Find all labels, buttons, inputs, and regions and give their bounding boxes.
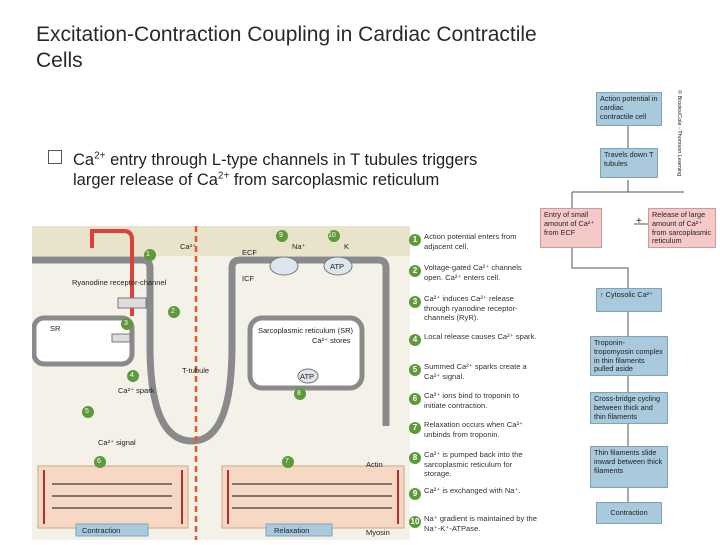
na-label: Na⁺ <box>292 242 306 251</box>
marker-4: 4 <box>130 372 134 379</box>
marker-9: 9 <box>279 232 283 239</box>
ttubule-label: T-tubule <box>182 366 210 375</box>
k-label: K <box>344 242 350 251</box>
box-troponin: Troponin-tropomyosin complex in thin fil… <box>590 336 668 376</box>
relaxation-label: Relaxation <box>274 526 310 535</box>
marker-7: 7 <box>285 458 289 465</box>
marker-8: 8 <box>297 390 301 397</box>
box-release-ca: Release of large amount of Ca²⁺ from sar… <box>648 208 716 248</box>
marker-2: 2 <box>171 308 175 315</box>
myosin-label: Myosin <box>366 528 390 537</box>
sr-right <box>247 315 365 391</box>
marker-1: 1 <box>146 251 150 258</box>
cell-membrane <box>32 256 390 445</box>
step-markers <box>82 230 340 468</box>
na-ca-exchanger <box>269 256 299 276</box>
stores-label: Ca²⁺ stores <box>312 336 351 345</box>
contraction-label-bg <box>75 523 149 537</box>
actin-label: Actin <box>366 460 383 469</box>
sr-full-label: Sarcoplasmic reticulum (SR) <box>258 326 354 335</box>
icf-label: ICF <box>242 274 255 283</box>
marker-10: 10 <box>328 232 336 239</box>
copyright-text: © Brooks/Cole - Thomson Learning <box>676 90 682 177</box>
box-crossbridge: Cross-bridge cycling between thick and t… <box>590 392 668 424</box>
sarcomere-relaxed <box>221 465 405 529</box>
cell-diagram-svg <box>31 226 410 540</box>
cardiac-cell-diagram: Ryanodine receptor-channel ECF ICF SR T-… <box>31 226 410 540</box>
atp2-label: ATP <box>300 372 315 381</box>
ryanodine-label: Ryanodine receptor-channel <box>72 278 167 287</box>
spark-label: Ca²⁺ spark <box>118 386 155 395</box>
sarcomere-contracted <box>37 465 189 529</box>
box-filaments-slide: Thin filaments slide inward between thic… <box>590 446 668 488</box>
ec-coupling-flowchart: © Brooks/Cole - Thomson Learning Action … <box>536 80 720 540</box>
marker-3: 3 <box>124 320 128 327</box>
box-entry-ca: Entry of small amount of Ca²⁺ from ECF <box>540 208 602 248</box>
contraction-label: Contraction <box>82 526 121 535</box>
ca-label: Ca²⁺ <box>180 242 197 251</box>
sr-left <box>31 315 135 367</box>
signal-label: Ca²⁺ signal <box>98 438 136 447</box>
box-action-potential: Action potential in cardiac contractile … <box>596 92 662 126</box>
box-travels-t-tubules: Travels down T tubules <box>600 148 658 178</box>
plus-sign: + <box>636 216 642 227</box>
na-k-atpase <box>323 256 353 276</box>
flow-arrows <box>571 124 684 502</box>
bullet-text: Ca2+ entry through L-type channels in T … <box>73 150 478 189</box>
ap-path <box>90 229 134 316</box>
marker-6: 6 <box>97 458 101 465</box>
slide-title: Excitation-Contraction Coupling in Cardi… <box>36 23 537 72</box>
relaxation-label-bg <box>265 523 333 537</box>
sr-pump <box>297 368 319 384</box>
atp-label: ATP <box>330 262 345 271</box>
marker-5: 5 <box>85 408 89 415</box>
filaments <box>52 483 392 509</box>
l-type-channel <box>111 333 131 343</box>
z-discs <box>43 470 399 524</box>
sr-label: SR <box>50 324 61 333</box>
ecf-label: ECF <box>242 248 257 257</box>
checkbox-bullet-icon <box>48 150 62 164</box>
ecf-region <box>32 226 410 256</box>
ryr-channel <box>117 297 147 309</box>
box-cytosolic-ca: ↑ Cytosolic Ca²⁺ <box>596 288 662 312</box>
box-contraction: Contraction <box>596 502 662 524</box>
